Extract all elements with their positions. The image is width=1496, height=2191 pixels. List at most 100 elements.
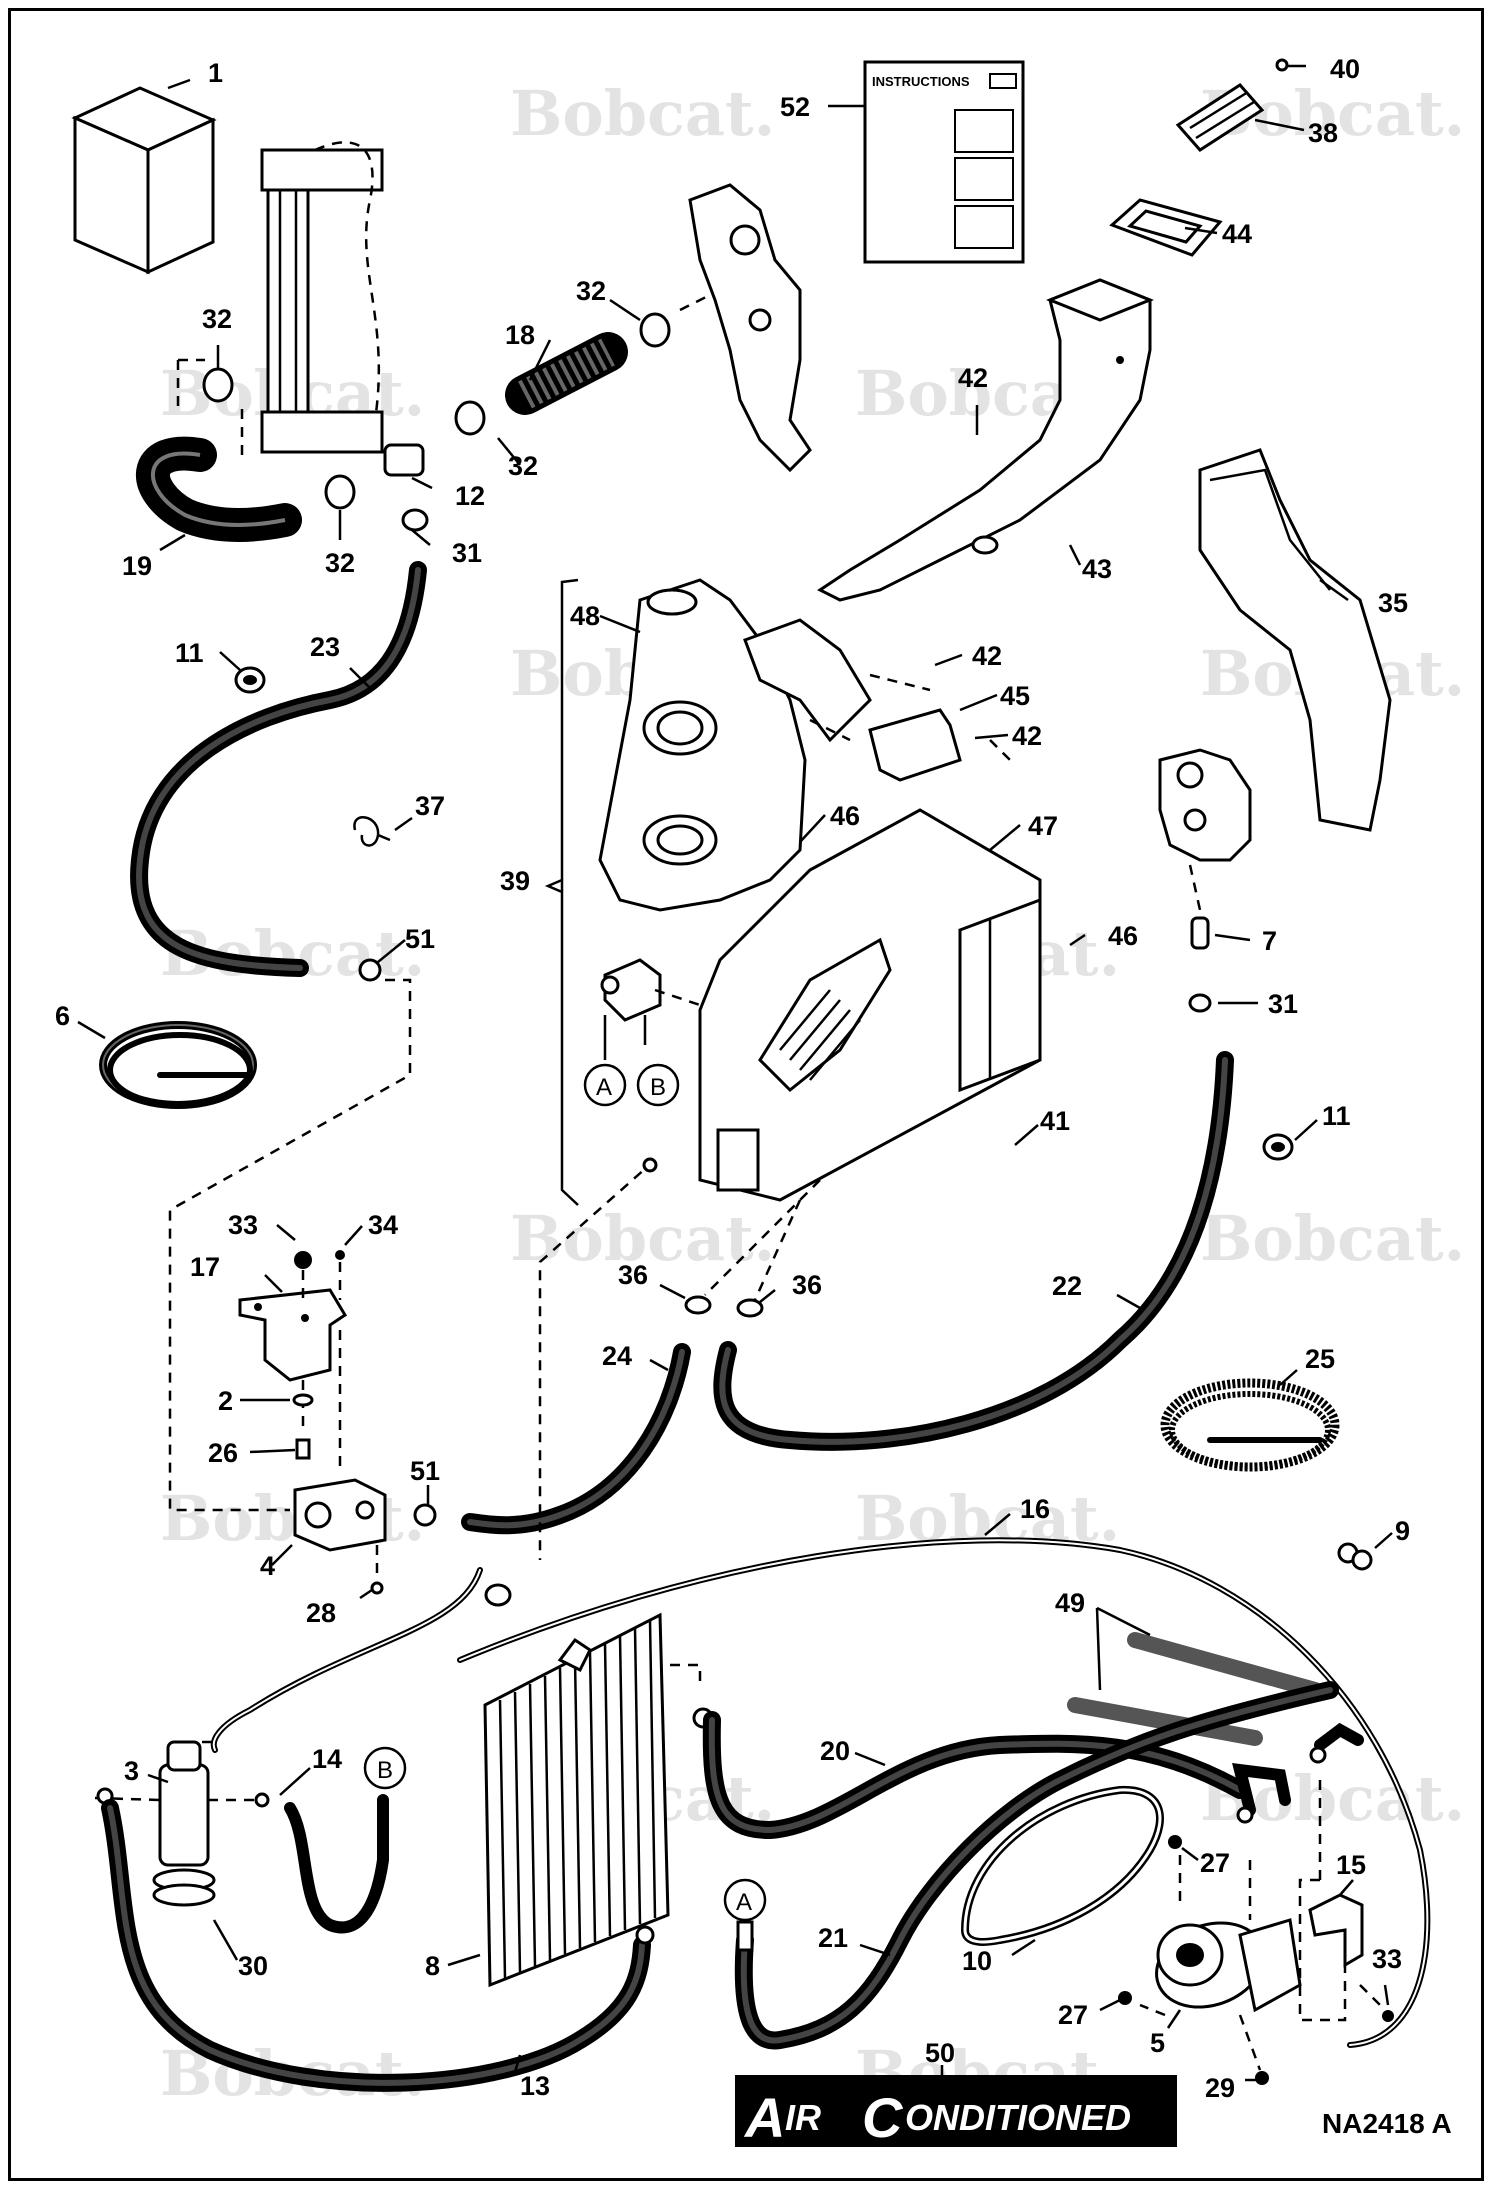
svg-text:B: B xyxy=(650,1074,666,1101)
circle-letter-a: A xyxy=(583,1063,627,1107)
part-fitting xyxy=(383,443,429,532)
callout-8: 8 xyxy=(425,1951,440,1981)
callout-12: 12 xyxy=(455,481,485,511)
part-molded-hose xyxy=(136,436,302,542)
part-hose-clamps xyxy=(202,312,671,510)
callout-32: 32 xyxy=(325,548,355,578)
callout-45: 45 xyxy=(1000,681,1030,711)
callout-42: 42 xyxy=(958,363,988,393)
callout-15: 15 xyxy=(1336,1850,1366,1880)
part-hose-coil-6 xyxy=(99,1021,257,1109)
callout-27: 27 xyxy=(1200,1848,1230,1878)
part-belt xyxy=(960,1785,1164,1946)
callout-17: 17 xyxy=(190,1252,220,1282)
part-fitting-7 xyxy=(1188,916,1212,1013)
part-side-panel xyxy=(1198,448,1392,832)
callout-4: 4 xyxy=(260,1551,275,1581)
part-mount-block xyxy=(600,958,662,1022)
callout-40: 40 xyxy=(1330,54,1360,84)
callout-36: 36 xyxy=(618,1260,648,1290)
circle-letter-a2: A xyxy=(723,1878,767,1922)
diagram-frame xyxy=(8,8,1484,2181)
part-receiver-drier xyxy=(152,1740,216,1907)
callout-41: 41 xyxy=(1040,1106,1070,1136)
callout-33: 33 xyxy=(228,1210,258,1240)
callout-42: 42 xyxy=(972,641,1002,671)
callout-18: 18 xyxy=(505,320,535,350)
callout-49: 49 xyxy=(1055,1588,1085,1618)
watermark: Bobcat. xyxy=(1200,1202,1465,1275)
part-clamp-36 xyxy=(684,1295,712,1315)
callout-14: 14 xyxy=(312,1744,342,1774)
part-insulation-49 xyxy=(1067,1632,1323,1746)
hose-14 xyxy=(284,1794,389,1934)
part-heater-core xyxy=(260,141,384,454)
callout-28: 28 xyxy=(306,1598,336,1628)
callout-6: 6 xyxy=(55,1001,70,1031)
circle-letter-b2: B xyxy=(363,1746,407,1790)
callout-30: 30 xyxy=(238,1951,268,1981)
part-hose-coil-25 xyxy=(1160,1378,1340,1472)
callout-39: 39 xyxy=(500,866,530,896)
callout-51: 51 xyxy=(405,924,435,954)
watermark: Bobcat. xyxy=(510,77,775,150)
banner-cap-c: C xyxy=(862,2086,904,2149)
part-clamp-51 xyxy=(358,958,382,982)
callout-33: 33 xyxy=(1372,1944,1402,1974)
part-o-ring xyxy=(1337,1542,1373,1571)
instructions-title: INSTRUCTIONS xyxy=(872,74,970,89)
part-condenser xyxy=(483,1612,670,1988)
callout-51: 51 xyxy=(410,1456,440,1486)
callout-44: 44 xyxy=(1222,219,1252,249)
callout-2: 2 xyxy=(218,1386,233,1416)
callout-43: 43 xyxy=(1082,554,1112,584)
callout-31: 31 xyxy=(452,538,482,568)
banner-rest-a: IR xyxy=(785,2097,821,2138)
callout-31: 31 xyxy=(1268,989,1298,1019)
callout-37: 37 xyxy=(415,791,445,821)
part-evaporator-housing xyxy=(698,808,1042,1202)
banner-cap-a: A xyxy=(743,2086,785,2149)
banner-rest-c: ONDITIONED xyxy=(905,2097,1131,2138)
svg-text:A: A xyxy=(736,1889,752,1916)
callout-1: 1 xyxy=(208,58,223,88)
callout-21: 21 xyxy=(818,1923,848,1953)
callout-labels: 1 32 19 32 12 32 31 18 32 52 40 38 44 42… xyxy=(55,54,1410,2103)
part-duct-48 xyxy=(598,578,872,912)
callout-32: 32 xyxy=(508,451,538,481)
part-compressor xyxy=(1155,1918,1302,2013)
callout-10: 10 xyxy=(962,1946,992,1976)
callout-34: 34 xyxy=(368,1210,398,1240)
callout-3: 3 xyxy=(124,1756,139,1786)
part-expansion-valve xyxy=(293,1478,437,1595)
callout-25: 25 xyxy=(1305,1344,1335,1374)
callout-13: 13 xyxy=(520,2071,550,2101)
callout-52: 52 xyxy=(780,92,810,122)
circle-letter-b: B xyxy=(636,1063,680,1107)
part-bracket-17 xyxy=(238,1288,348,1382)
callout-23: 23 xyxy=(310,632,340,662)
callout-11: 11 xyxy=(175,638,204,668)
callout-22: 22 xyxy=(1052,1271,1082,1301)
part-grommet xyxy=(234,666,1294,1161)
callout-16: 16 xyxy=(1020,1494,1050,1524)
callout-29: 29 xyxy=(1205,2073,1235,2103)
part-louver-vent xyxy=(1109,58,1289,257)
part-instructions-sheet: INSTRUCTIONS xyxy=(863,60,1025,264)
callout-42: 42 xyxy=(1012,721,1042,751)
callout-7: 7 xyxy=(1262,926,1277,956)
callout-5: 5 xyxy=(1150,2028,1165,2058)
callout-27: 27 xyxy=(1058,2000,1088,2030)
svg-text:B: B xyxy=(377,1757,393,1784)
part-clip xyxy=(353,816,391,847)
part-box xyxy=(71,86,217,275)
callout-19: 19 xyxy=(122,551,152,581)
watermark: Bobcat. xyxy=(510,1202,775,1275)
callout-38: 38 xyxy=(1308,118,1338,148)
svg-text:A: A xyxy=(596,1074,612,1101)
callout-46: 46 xyxy=(830,801,860,831)
callout-46: 46 xyxy=(1108,921,1138,951)
callout-20: 20 xyxy=(820,1736,850,1766)
callout-32: 32 xyxy=(576,276,606,306)
